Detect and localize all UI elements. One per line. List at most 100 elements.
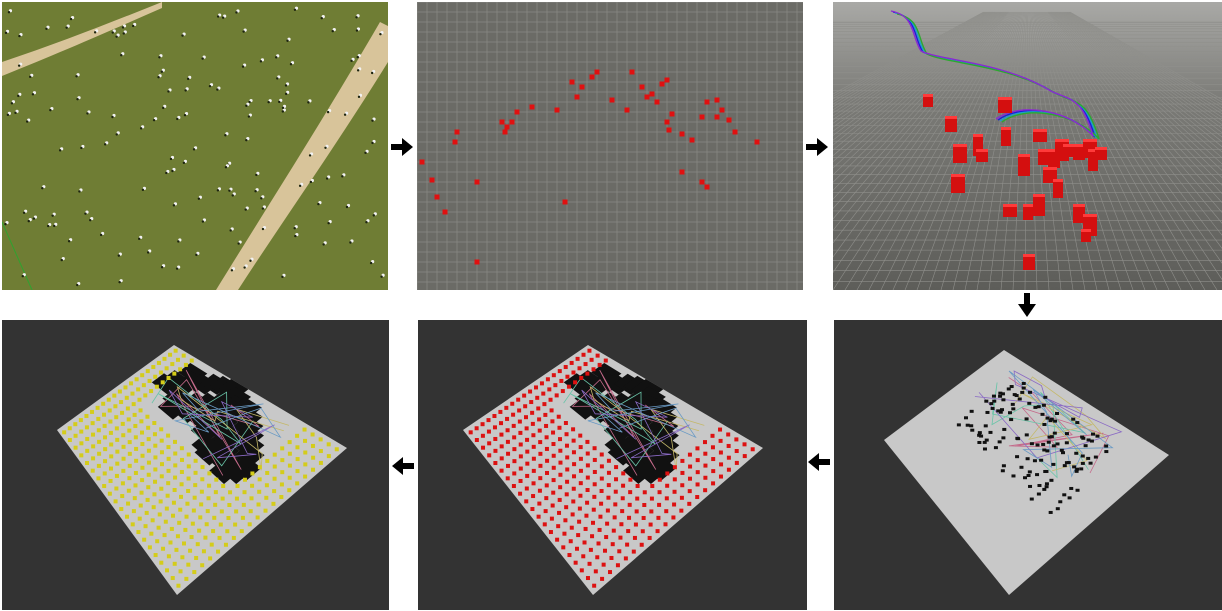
- candidate-point: [525, 461, 530, 466]
- selected-point: [96, 428, 101, 433]
- occupancy-point: [1072, 465, 1077, 469]
- obstacle-cube-top: [1043, 167, 1057, 170]
- plant-shadow: [293, 8, 297, 11]
- candidate-point: [718, 474, 723, 479]
- selected-point: [138, 503, 143, 508]
- selected-point: [179, 446, 184, 451]
- plant-shadow: [309, 180, 313, 184]
- selected-point: [79, 441, 84, 446]
- candidate-point: [649, 509, 654, 514]
- obstacle-cube: [1038, 152, 1048, 165]
- candidate-point: [680, 470, 685, 475]
- selected-point: [73, 422, 78, 427]
- selected-point: [107, 408, 112, 413]
- selected-point: [151, 365, 156, 370]
- plant-shadow: [195, 253, 198, 257]
- obstacle-cube: [945, 119, 957, 132]
- selected-point: [250, 471, 255, 476]
- selected-point: [146, 460, 151, 465]
- grid-line: [1046, 11, 1222, 236]
- selected-point: [130, 522, 135, 527]
- candidate-point: [499, 456, 504, 461]
- candidate-point: [621, 471, 626, 476]
- candidate-point: [536, 514, 541, 519]
- candidate-point: [505, 428, 510, 433]
- obstacle-cube-top: [1073, 204, 1085, 207]
- candidate-point: [571, 370, 576, 375]
- grid-line: [1054, 11, 1222, 165]
- selected-point: [120, 421, 125, 426]
- selected-point: [107, 491, 112, 496]
- occupancy-point: [988, 430, 993, 434]
- plant-shadow: [65, 26, 68, 29]
- obstacle-cube: [1053, 182, 1063, 198]
- selected-point: [184, 576, 189, 581]
- grid-line: [1051, 11, 1222, 186]
- selected-point: [189, 535, 194, 540]
- selected-point: [272, 452, 277, 457]
- grid-line: [833, 11, 986, 100]
- selected-point: [265, 458, 270, 463]
- occupancy-point: [998, 394, 1003, 398]
- selected-point: [91, 444, 96, 449]
- selected-point: [137, 397, 142, 402]
- selected-point: [225, 529, 230, 534]
- candidate-point: [628, 477, 633, 482]
- selected-point: [158, 370, 163, 375]
- occupancy-point: [982, 447, 987, 451]
- selected-point: [172, 487, 177, 492]
- detection-marker: [474, 259, 480, 265]
- selected-point: [136, 530, 141, 535]
- candidate-point: [545, 470, 550, 475]
- selected-point: [133, 470, 138, 475]
- occupancy-point: [1033, 405, 1038, 409]
- ground-plane: [884, 350, 1169, 595]
- candidate-point: [538, 440, 543, 445]
- selected-point: [120, 410, 125, 415]
- selected-point: [133, 483, 138, 488]
- plant-shadow: [229, 229, 232, 232]
- candidate-point: [599, 452, 604, 457]
- plant-shadow: [350, 59, 353, 63]
- selected-point: [186, 452, 191, 457]
- selected-point: [131, 509, 136, 514]
- occupancy-point: [993, 446, 998, 450]
- selected-point: [219, 509, 224, 514]
- occupancy-point: [1075, 488, 1080, 492]
- candidate-point: [718, 427, 723, 432]
- occupied-region: [635, 458, 667, 485]
- selected-point: [170, 576, 175, 581]
- candidate-point: [536, 406, 541, 411]
- selected-point: [212, 515, 217, 520]
- candidate-point: [474, 438, 479, 443]
- detection-marker: [639, 84, 645, 90]
- grid-line: [1065, 11, 1222, 115]
- dirt-path: [216, 22, 388, 290]
- candidate-point: [655, 529, 660, 534]
- plant-shadow: [26, 120, 29, 123]
- selected-point: [139, 419, 144, 424]
- candidate-point: [544, 435, 549, 440]
- candidate-point: [481, 445, 486, 450]
- plant-shadow: [45, 27, 48, 30]
- candidate-point: [597, 362, 602, 367]
- detection-marker: [644, 94, 650, 100]
- selected-point: [287, 463, 292, 468]
- candidate-point: [671, 515, 676, 520]
- candidate-point: [614, 477, 619, 482]
- grid-line: [1050, 11, 1222, 194]
- selected-point: [130, 391, 135, 396]
- occupancy-point: [1009, 385, 1014, 389]
- occupancy-point: [969, 424, 974, 428]
- plant-shadow: [138, 237, 141, 241]
- plant-shadow: [343, 113, 347, 116]
- candidate-point: [672, 502, 677, 507]
- selected-point: [295, 469, 300, 474]
- selected-point: [124, 395, 129, 400]
- selected-point: [159, 474, 164, 479]
- occupancy-point: [1015, 436, 1020, 440]
- selected-point: [186, 464, 191, 469]
- selected-point: [318, 449, 323, 454]
- selected-point: [133, 435, 138, 440]
- plant-shadow: [372, 214, 375, 217]
